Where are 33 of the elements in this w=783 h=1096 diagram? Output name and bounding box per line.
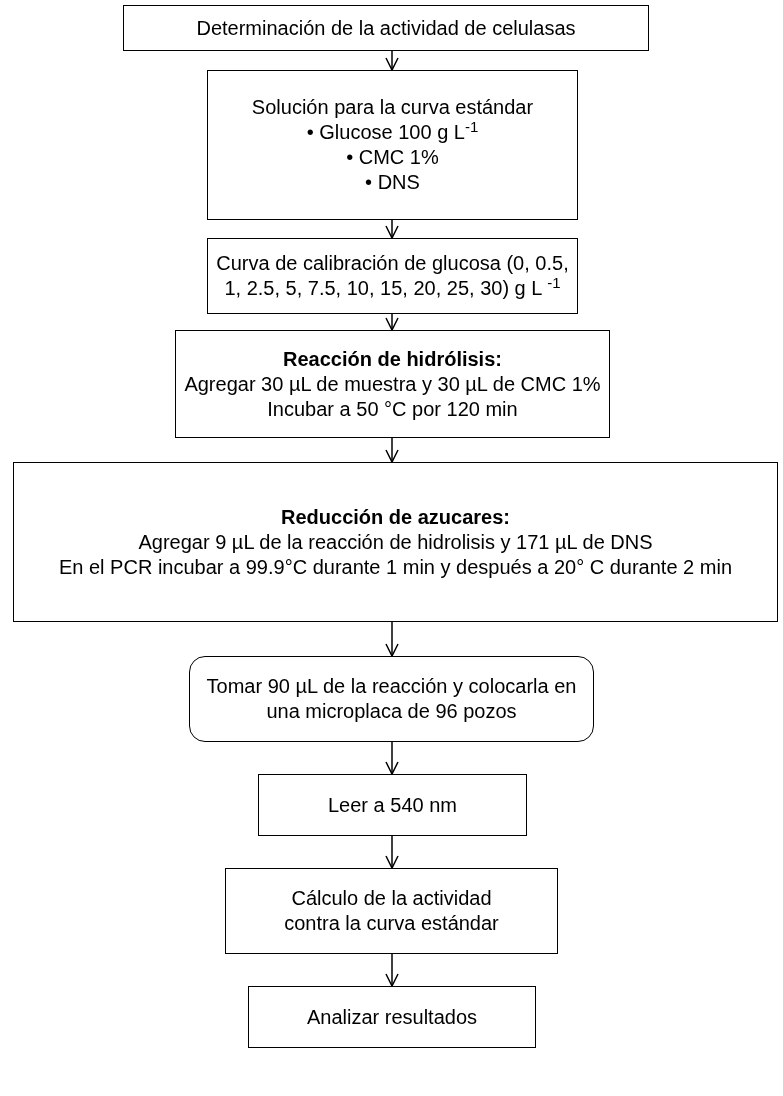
step-text: • DNS	[365, 170, 420, 195]
arrow	[385, 741, 399, 775]
step-text: • Glucose 100 g L$^{-1}$	[306, 120, 479, 145]
step-text: Cálculo de la actividad contra la curva estándar	[283, 886, 500, 936]
process-box	[225, 868, 558, 954]
step-text: • CMC 1%	[346, 145, 439, 170]
step-text: Curva de calibración de glucosa (0, 0.5, 1, 2.5, 5, 7.5, 10, 15, 20, 25, 30) g L $^{-1}$	[216, 251, 569, 301]
step-text: En el PCR incubar a 99.9°C durante 1 min y después a 20° C durante 2 min	[58, 554, 732, 580]
step-heading: Reacción de hidrólisis:	[283, 346, 502, 372]
process-box	[207, 238, 578, 314]
arrow	[385, 953, 399, 987]
arrow	[385, 835, 399, 869]
arrow	[385, 313, 399, 331]
step-text: Incubar a 50 °C por 120 min	[267, 396, 518, 422]
step-text: Agregar 30 µL de muestra y 30 µL de CMC 1%	[184, 371, 601, 397]
process-box	[175, 330, 610, 438]
step-text: Leer a 540 nm	[328, 792, 457, 818]
process-box	[248, 986, 536, 1048]
arrow	[385, 50, 399, 71]
step-text: Analizar resultados	[306, 1004, 478, 1030]
arrow	[385, 437, 399, 463]
process-box	[13, 462, 778, 622]
step-text: Determinación de la actividad de celulasas	[196, 15, 576, 41]
step-text: Agregar 9 µL de la reacción de hidrolisis y 171 µL de DNS	[138, 529, 653, 555]
step-heading: Reducción de azucares:	[281, 504, 510, 530]
step-text: Solución para la curva estándar	[251, 95, 534, 120]
arrow	[385, 621, 399, 657]
step-text: Tomar 90 µL de la reacción y colocarla en una microplaca de 96 pozos	[205, 674, 578, 724]
process-box	[207, 70, 578, 220]
process-box	[258, 774, 527, 836]
arrow	[385, 219, 399, 239]
process-box	[123, 5, 649, 51]
rounded-step-box	[189, 656, 594, 742]
